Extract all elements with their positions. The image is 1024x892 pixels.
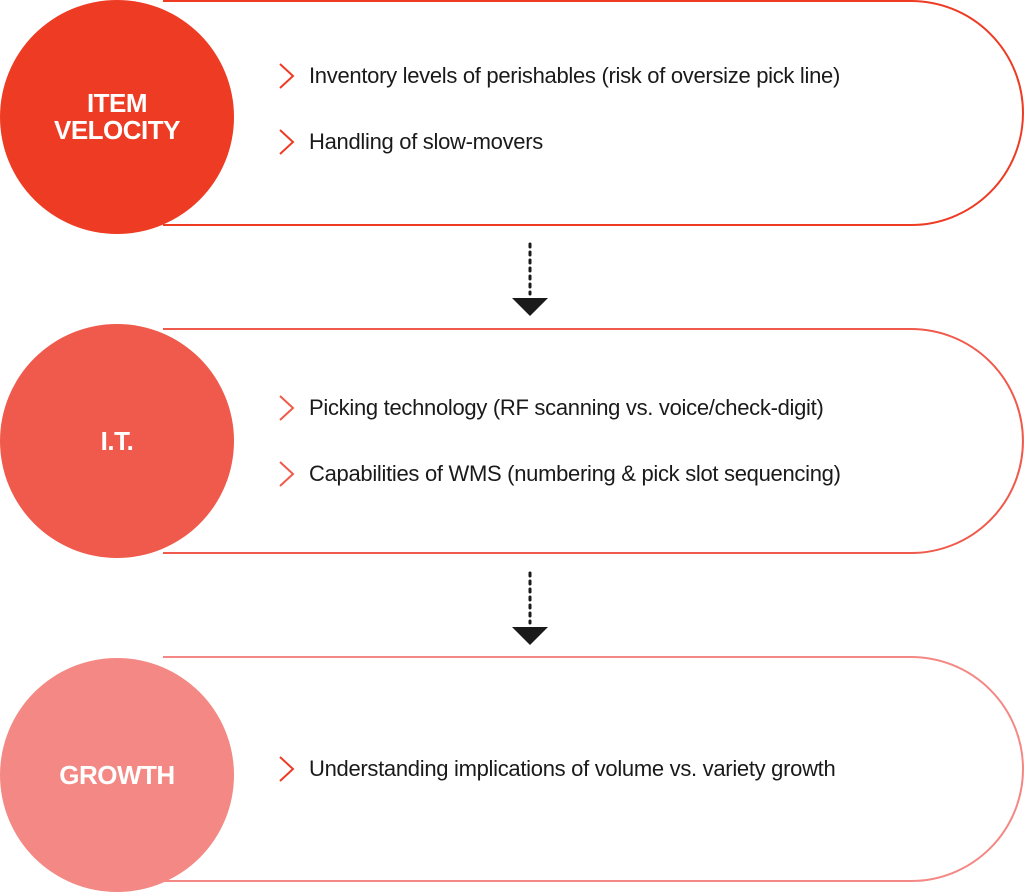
list-item: Capabilities of WMS (numbering & pick sl… xyxy=(276,459,841,489)
bullet-text: Inventory levels of perishables (risk of… xyxy=(309,63,841,88)
circle-item-velocity: ITEM VELOCITY xyxy=(0,0,234,234)
chevron-right-icon xyxy=(279,461,295,487)
bullet-list: Picking technology (RF scanning vs. voic… xyxy=(276,393,841,489)
bullet-text: Handling of slow-movers xyxy=(309,129,543,154)
bullet-text: Understanding implications of volume vs.… xyxy=(309,756,836,781)
circle-growth: GROWTH xyxy=(0,658,234,892)
section-title: ITEM VELOCITY xyxy=(53,88,181,145)
bullet-list: Understanding implications of volume vs.… xyxy=(276,754,836,784)
chevron-right-icon xyxy=(279,63,295,89)
dotted-arrow-down-icon xyxy=(512,242,548,316)
frame-growth xyxy=(163,656,1024,882)
list-item: Understanding implications of volume vs.… xyxy=(276,754,836,784)
section-title: GROWTH xyxy=(59,759,175,790)
bullet-list: Inventory levels of perishables (risk of… xyxy=(276,61,840,157)
frame-it xyxy=(163,328,1024,554)
section-title: I.T. xyxy=(100,425,134,456)
chevron-right-icon xyxy=(279,756,295,782)
list-item: Handling of slow-movers xyxy=(276,127,840,157)
bullet-text: Capabilities of WMS (numbering & pick sl… xyxy=(309,461,841,486)
circle-it: I.T. xyxy=(0,324,234,558)
dotted-arrow-down-icon xyxy=(512,571,548,645)
list-item: Inventory levels of perishables (risk of… xyxy=(276,61,840,91)
chevron-right-icon xyxy=(279,395,295,421)
list-item: Picking technology (RF scanning vs. voic… xyxy=(276,393,841,423)
frame-item-velocity xyxy=(163,0,1024,226)
chevron-right-icon xyxy=(279,129,295,155)
bullet-text: Picking technology (RF scanning vs. voic… xyxy=(309,395,824,420)
